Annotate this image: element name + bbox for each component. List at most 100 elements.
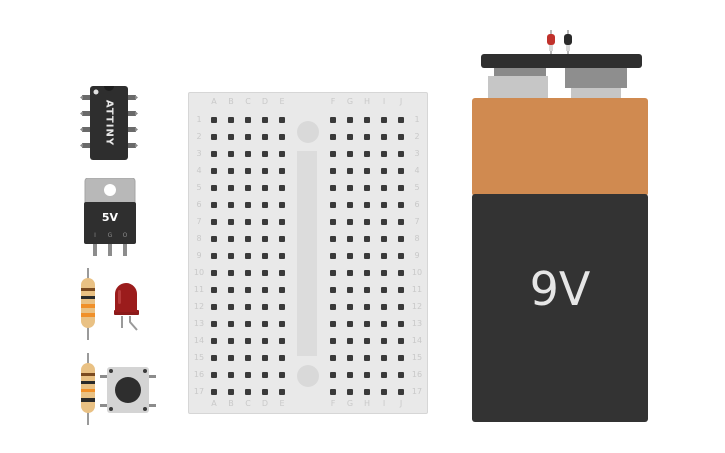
breadboard-hole[interactable] [330,151,336,157]
breadboard-hole[interactable] [398,219,404,225]
breadboard-hole[interactable] [228,236,234,242]
breadboard-hole[interactable] [211,253,217,259]
breadboard-hole[interactable] [347,168,353,174]
breadboard-hole[interactable] [347,321,353,327]
breadboard-hole[interactable] [262,287,268,293]
breadboard-hole[interactable] [364,202,370,208]
breadboard-hole[interactable] [381,355,387,361]
breadboard-hole[interactable] [347,151,353,157]
breadboard-hole[interactable] [347,372,353,378]
breadboard-hole[interactable] [347,338,353,344]
breadboard-hole[interactable] [245,287,251,293]
breadboard-hole[interactable] [211,185,217,191]
breadboard-hole[interactable] [279,219,285,225]
breadboard-hole[interactable] [347,304,353,310]
breadboard-hole[interactable] [279,270,285,276]
breadboard-hole[interactable] [279,287,285,293]
breadboard-hole[interactable] [245,372,251,378]
breadboard-hole[interactable] [262,219,268,225]
breadboard-hole[interactable] [330,355,336,361]
breadboard-hole[interactable] [211,202,217,208]
breadboard-hole[interactable] [262,389,268,395]
breadboard-hole[interactable] [398,338,404,344]
breadboard-hole[interactable] [381,185,387,191]
breadboard-hole[interactable] [381,202,387,208]
breadboard-hole[interactable] [330,338,336,344]
breadboard-hole[interactable] [262,168,268,174]
breadboard-hole[interactable] [228,134,234,140]
breadboard-hole[interactable] [262,185,268,191]
breadboard-hole[interactable] [262,355,268,361]
breadboard-hole[interactable] [279,236,285,242]
breadboard-hole[interactable] [381,321,387,327]
breadboard-hole[interactable] [211,389,217,395]
breadboard-hole[interactable] [330,321,336,327]
breadboard-hole[interactable] [364,321,370,327]
breadboard-hole[interactable] [262,372,268,378]
breadboard-hole[interactable] [330,287,336,293]
breadboard-hole[interactable] [262,321,268,327]
battery-9v[interactable]: 9V [470,26,650,422]
breadboard-hole[interactable] [279,389,285,395]
breadboard-hole[interactable] [228,355,234,361]
breadboard-hole[interactable] [245,321,251,327]
breadboard-hole[interactable] [245,355,251,361]
breadboard-hole[interactable] [364,151,370,157]
breadboard-hole[interactable] [364,236,370,242]
breadboard-hole[interactable] [347,253,353,259]
breadboard-hole[interactable] [211,321,217,327]
breadboard-hole[interactable] [381,151,387,157]
breadboard-hole[interactable] [398,134,404,140]
breadboard-hole[interactable] [364,117,370,123]
breadboard-hole[interactable] [398,372,404,378]
breadboard-hole[interactable] [364,338,370,344]
breadboard-hole[interactable] [245,389,251,395]
breadboard-hole[interactable] [330,389,336,395]
breadboard-hole[interactable] [279,372,285,378]
breadboard-hole[interactable] [228,253,234,259]
breadboard-hole[interactable] [398,355,404,361]
breadboard-hole[interactable] [347,236,353,242]
breadboard-hole[interactable] [398,117,404,123]
breadboard-hole[interactable] [381,253,387,259]
breadboard-hole[interactable] [381,134,387,140]
breadboard-hole[interactable] [381,236,387,242]
attiny-chip[interactable]: ATTINY [80,86,138,160]
breadboard-hole[interactable] [330,134,336,140]
breadboard-hole[interactable] [211,338,217,344]
breadboard-hole[interactable] [279,185,285,191]
breadboard-hole[interactable] [381,270,387,276]
breadboard-hole[interactable] [347,270,353,276]
breadboard-hole[interactable] [245,185,251,191]
breadboard-hole[interactable] [228,219,234,225]
breadboard-hole[interactable] [228,287,234,293]
breadboard-hole[interactable] [330,304,336,310]
breadboard-hole[interactable] [364,389,370,395]
breadboard-hole[interactable] [228,304,234,310]
breadboard-hole[interactable] [330,117,336,123]
breadboard-hole[interactable] [228,321,234,327]
breadboard-hole[interactable] [347,134,353,140]
breadboard-hole[interactable] [245,253,251,259]
breadboard-hole[interactable] [347,219,353,225]
breadboard-hole[interactable] [330,253,336,259]
breadboard-hole[interactable] [347,202,353,208]
voltage-regulator[interactable]: 5V I G O [84,177,136,258]
breadboard-hole[interactable] [245,168,251,174]
breadboard-hole[interactable] [398,151,404,157]
breadboard-hole[interactable] [262,134,268,140]
breadboard-hole[interactable] [381,372,387,378]
breadboard-hole[interactable] [211,134,217,140]
breadboard-hole[interactable] [245,219,251,225]
breadboard-hole[interactable] [279,134,285,140]
breadboard-hole[interactable] [381,338,387,344]
breadboard-hole[interactable] [381,117,387,123]
breadboard-hole[interactable] [398,287,404,293]
breadboard-hole[interactable] [245,151,251,157]
breadboard-hole[interactable] [279,202,285,208]
breadboard-hole[interactable] [245,270,251,276]
breadboard-hole[interactable] [228,270,234,276]
breadboard-hole[interactable] [211,168,217,174]
breadboard-hole[interactable] [398,236,404,242]
